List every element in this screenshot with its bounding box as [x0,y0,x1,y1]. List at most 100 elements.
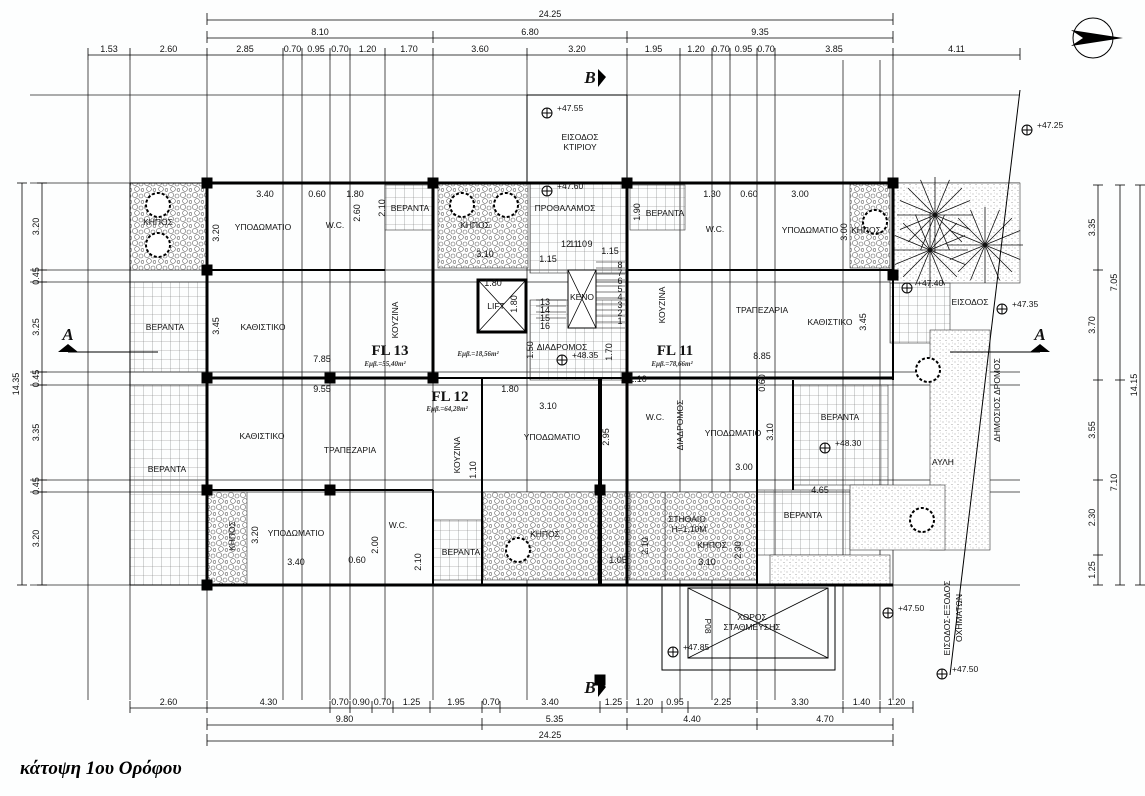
palm-tree-icon [892,212,968,288]
inner-dimension-label: 3.10 [765,423,775,441]
inner-dimension-label: 4.65 [811,485,829,495]
top-segment-dimension-label: 1.95 [645,44,663,54]
stair-step-number: 12 [561,239,571,249]
veranda-zone [629,184,686,231]
palm-tree-icon [947,207,1023,283]
inner-dimension-label: 2.60 [352,204,362,222]
level-value: +47.55 [557,103,584,113]
column [201,264,213,276]
right-group-dimension-label: 7.05 [1109,274,1119,292]
section-arrow-icon [1030,344,1050,352]
bottom-segment-dimension-label: 1.95 [447,697,465,707]
drawing-title: κάτοψη 1ου Ορόφου [20,758,182,779]
room-label-wc: W.C. [706,224,724,234]
garden-zone [629,491,666,581]
level-value: +47.35 [1012,299,1039,309]
top-segment-dimension-label: 3.85 [825,44,843,54]
bottom-group-dimension-label: 4.40 [683,714,701,724]
inner-dimension-label: 1.80 [484,278,502,288]
section-arrow-icon [598,69,606,87]
inner-dimension-label: 3.20 [250,526,260,544]
level-crosshair [820,443,830,453]
level-marker: +48.35 [556,350,599,366]
left-segment-dimension-label: 3.20 [31,530,41,548]
bottom-total-dimension-label: 24.25 [539,730,562,740]
room-label-living-room: ΚΑΘΙΣΤΙΚΟ [240,431,285,441]
apartment-name: FL 12 [431,389,468,405]
bottom-segment-dimension-label: 0.90 [352,697,370,707]
inner-dimension-label: 0.60 [757,374,767,392]
column [427,372,439,384]
inner-dimension-label: 0.60 [740,189,758,199]
inner-dimension-label: 1.80 [509,295,519,313]
stair-step-number: 5 [617,284,622,294]
level-marker: +47.35 [996,299,1039,315]
level-crosshair [883,608,893,618]
column [201,177,213,189]
stair-step-number: 7 [617,268,622,278]
left-segment-dimension-label: 0.45 [31,267,41,285]
inner-dimension-label: 1.80 [346,189,364,199]
left-segment-dimension-label: 3.20 [31,218,41,236]
left-total-dimension-label: 14.35 [11,373,21,396]
room-label-corridor: ΔΙΑΔΡΟΜΟΣ [675,400,685,451]
level-value: +47.85 [683,642,710,652]
room-label-parapet: ΣΤΗΘΑΙΟ [668,514,706,524]
inner-dimension-label: 0.60 [348,555,366,565]
inner-dimension-label: 1.80 [501,384,519,394]
room-label-veranda: ΒΕΡΑΝΤΑ [146,322,185,332]
room-label-wc: W.C. [389,520,407,530]
inner-dimension-label: 9.55 [313,384,331,394]
top-segment-dimension-label: 0.70 [757,44,775,54]
level-crosshair [542,108,552,118]
top-group-dimension-label: 8.10 [311,27,329,37]
room-label-parapet-height: Η=1,10Μ [672,524,707,534]
stair-step-number: 8 [617,260,622,270]
inner-dimension-label: 3.45 [211,317,221,335]
room-label-bedroom: ΥΠΟΔΩΜΑΤΙΟ [268,528,325,538]
stair-step-number: 6 [617,276,622,286]
bottom-segment-dimension-label: 0.70 [482,697,500,707]
room-label-lift: LIFT [487,301,504,311]
tree-icon [493,192,519,218]
top-segment-dimension-label: 0.70 [284,44,302,54]
inner-dimension-label: 0.60 [308,189,326,199]
inner-dimension-label: 1.70 [604,343,614,361]
right-segment-dimension-label: 1.25 [1087,561,1097,579]
bottom-segment-dimension-label: 4.30 [260,697,278,707]
level-crosshair [902,283,912,293]
bottom-group-dimension-label: 9.80 [336,714,354,724]
room-label-parking: ΧΩΡΟΣ [737,612,767,622]
level-marker: +48.30 [819,438,862,454]
section-marker-label: A [1033,325,1045,344]
top-segment-dimension-label: 0.95 [307,44,325,54]
left-segment-dimension-label: 3.25 [31,318,41,336]
level-value: +47.50 [952,664,979,674]
bottom-segment-dimension-label: 2.25 [714,697,732,707]
level-marker: +47.85 [667,642,710,658]
column [324,372,336,384]
level-value: +48.35 [572,350,599,360]
parking-space [687,587,829,659]
garden-zone [597,491,631,581]
column [594,484,606,496]
bottom-segment-dimension-label: 1.20 [636,697,654,707]
room-label-dining: ΤΡΑΠΕΖΑΡΙΑ [736,305,789,315]
room-label-garden: ΚΗΠΟΣ [530,529,560,539]
bottom-segment-dimension-label: 1.25 [605,697,623,707]
column [324,484,336,496]
top-segment-dimension-label: 1.20 [687,44,705,54]
tree-icon [909,507,935,533]
room-label-wc: W.C. [646,412,664,422]
top-total-dimension-label: 24.25 [539,9,562,19]
bottom-segment-dimension-label: 0.70 [331,697,349,707]
stair-step-number: 11 [569,239,578,249]
inner-dimension-label: 1.15 [601,246,619,256]
core-area: Εμβ.=18,56m² [456,350,499,358]
bottom-segment-dimension-label: 3.40 [541,697,559,707]
veranda-zone [756,489,851,556]
stair-step-number: 2 [617,308,622,318]
column [621,177,633,189]
